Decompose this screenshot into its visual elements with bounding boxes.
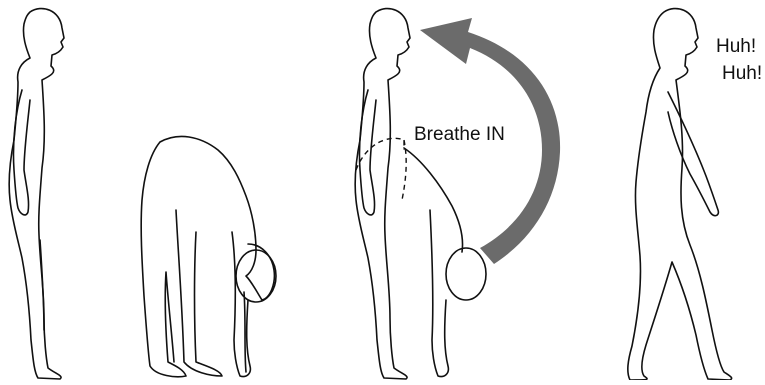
figure-standing-upright xyxy=(9,9,64,379)
figure-walking xyxy=(628,9,732,380)
figure-forward-bend xyxy=(141,136,276,376)
figure-rising-overlay xyxy=(355,9,486,379)
breathe-in-label: Breathe IN xyxy=(414,124,505,146)
huh-label-1: Huh! xyxy=(716,36,756,58)
huh-label-2: Huh! xyxy=(722,63,762,85)
